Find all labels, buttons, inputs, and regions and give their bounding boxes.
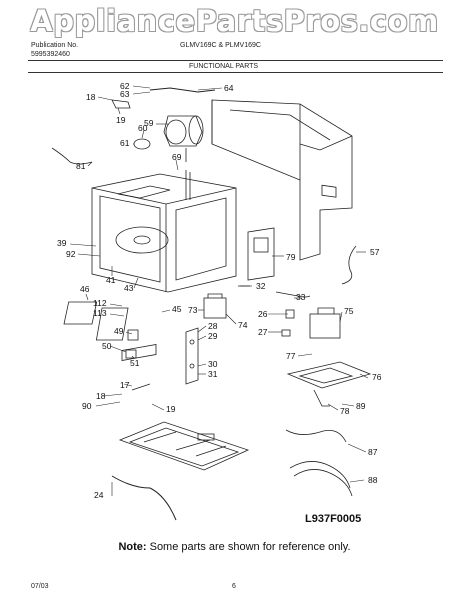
callout-77: 77 bbox=[286, 351, 296, 361]
callout-78: 78 bbox=[340, 406, 350, 416]
callout-30: 30 bbox=[208, 359, 218, 369]
callout-19: 19 bbox=[116, 115, 126, 125]
drawing-id: L937F0005 bbox=[305, 513, 362, 525]
callout-89: 89 bbox=[356, 401, 366, 411]
callout-61: 61 bbox=[120, 138, 130, 148]
callout-73: 73 bbox=[188, 305, 198, 315]
section-title: FUNCTIONAL PARTS bbox=[189, 63, 259, 70]
callout-labels: 62 63 64 18 19 60 59 61 81 69 39 92 41 4… bbox=[57, 81, 382, 500]
callout-45: 45 bbox=[172, 304, 182, 314]
header-rule bbox=[28, 60, 443, 61]
callout-28: 28 bbox=[208, 321, 218, 331]
callout-92: 92 bbox=[66, 249, 76, 259]
callout-33: 33 bbox=[296, 292, 306, 302]
callout-27: 27 bbox=[258, 327, 268, 337]
callout-88: 88 bbox=[368, 475, 378, 485]
callout-41: 41 bbox=[106, 275, 116, 285]
callout-39: 39 bbox=[57, 238, 67, 248]
callout-87: 87 bbox=[368, 447, 378, 457]
callout-24: 24 bbox=[94, 490, 104, 500]
callout-17: 17 bbox=[120, 380, 130, 390]
callout-46: 46 bbox=[80, 284, 90, 294]
callout-69: 69 bbox=[172, 152, 182, 162]
footer-date: 07/03 bbox=[31, 583, 49, 590]
callout-19-lower: 19 bbox=[166, 404, 176, 414]
note-text: Some parts are shown for reference only. bbox=[146, 541, 351, 553]
callout-29: 29 bbox=[208, 331, 218, 341]
diagram-line-art bbox=[51, 87, 372, 521]
callout-81: 81 bbox=[76, 161, 86, 171]
callout-75: 75 bbox=[344, 306, 354, 316]
callout-49: 49 bbox=[114, 326, 124, 336]
footer-page: 6 bbox=[232, 583, 236, 590]
callout-60: 60 bbox=[138, 123, 148, 133]
callout-76: 76 bbox=[372, 372, 382, 382]
callout-18: 18 bbox=[86, 92, 96, 102]
publication-number: 5995392460 bbox=[31, 51, 70, 58]
callout-31: 31 bbox=[208, 369, 218, 379]
callout-43: 43 bbox=[124, 283, 134, 293]
watermark: AppliancePartsPros.com bbox=[30, 4, 439, 38]
callout-74: 74 bbox=[238, 320, 248, 330]
callout-51: 51 bbox=[130, 358, 140, 368]
callout-62: 62 bbox=[120, 81, 130, 91]
callout-112: 112 bbox=[93, 298, 107, 308]
callout-50: 50 bbox=[102, 341, 112, 351]
reference-note: Note: Some parts are shown for reference… bbox=[0, 541, 469, 553]
model-title: GLMV169C & PLMV169C bbox=[180, 42, 261, 49]
exploded-parts-diagram: 62 63 64 18 19 60 59 61 81 69 39 92 41 4… bbox=[51, 81, 382, 521]
callout-63: 63 bbox=[120, 89, 130, 99]
publication-label: Publication No. bbox=[31, 42, 79, 49]
callout-113: 113 bbox=[93, 308, 107, 318]
callout-64: 64 bbox=[224, 83, 234, 93]
callout-26: 26 bbox=[258, 309, 268, 319]
callout-90: 90 bbox=[82, 401, 92, 411]
callout-32: 32 bbox=[256, 281, 266, 291]
callout-57: 57 bbox=[370, 247, 380, 257]
header-rule-lower bbox=[28, 72, 443, 73]
callout-59: 59 bbox=[144, 118, 154, 128]
callout-79: 79 bbox=[286, 252, 296, 262]
leader-lines bbox=[69, 85, 369, 496]
callout-18-lower: 18 bbox=[96, 391, 106, 401]
note-label: Note: bbox=[118, 541, 147, 553]
